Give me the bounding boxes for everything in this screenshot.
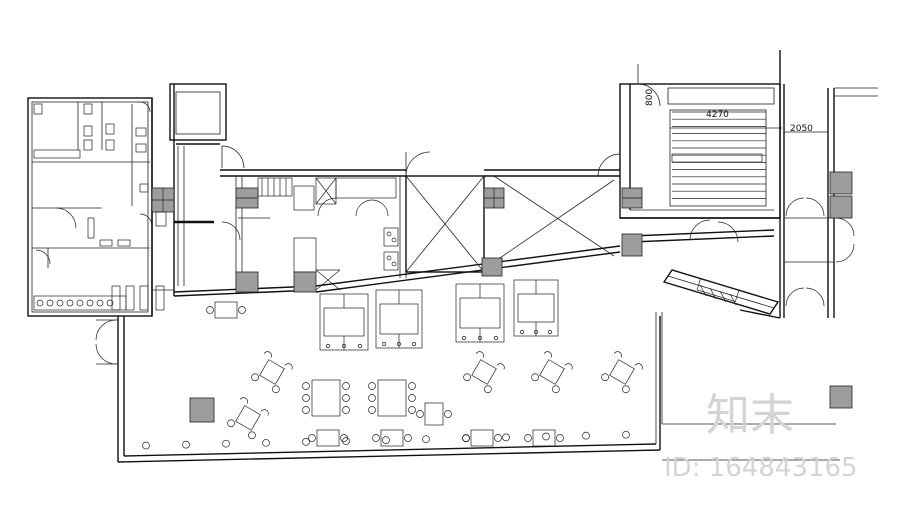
- perimeter-post: [222, 439, 230, 448]
- perimeter-post: [142, 441, 150, 450]
- central-voids: [405, 151, 621, 273]
- booth: [319, 293, 369, 351]
- table-set: [601, 351, 643, 394]
- table-set: [524, 429, 564, 447]
- booth: [513, 279, 559, 337]
- table-set: [463, 351, 505, 394]
- booth: [375, 289, 423, 349]
- table-set: [531, 351, 573, 394]
- booth: [455, 283, 505, 343]
- perimeter-post: [382, 436, 390, 444]
- table-set: [206, 301, 246, 319]
- booth-seating: [319, 279, 559, 351]
- table-set: [462, 429, 502, 447]
- dining-tables: [206, 301, 643, 447]
- perimeter-post: [422, 435, 430, 444]
- perimeter-post: [302, 438, 310, 446]
- dining-hall: [95, 245, 661, 463]
- stair-core: [619, 64, 782, 243]
- perimeter-post: [622, 430, 630, 439]
- dim-stair-run: 4270: [706, 110, 729, 120]
- structural-columns: [151, 171, 853, 423]
- watermark-brand: 知末: [706, 390, 794, 441]
- table-set: [416, 402, 452, 426]
- dim-corridor: 2050: [790, 124, 813, 134]
- table-set: [251, 351, 293, 394]
- restroom-block: [27, 84, 175, 317]
- bar-counter: [662, 269, 780, 315]
- table-set: [368, 379, 416, 417]
- watermark: 知末 ID: 164843165: [664, 390, 858, 483]
- table-set: [308, 429, 348, 447]
- table-set: [302, 379, 350, 417]
- dim-door: 800: [645, 89, 655, 106]
- kitchen-core: [169, 83, 407, 297]
- table-set: [227, 397, 269, 440]
- table-set: [372, 429, 412, 447]
- perimeter-post: [542, 432, 550, 441]
- perimeter-post: [502, 433, 510, 442]
- dimensions: 4270 2050 800: [645, 89, 813, 134]
- stair-treads: [672, 111, 766, 199]
- perimeter-post: [582, 431, 590, 440]
- perimeter-post: [182, 440, 190, 449]
- watermark-id: ID: 164843165: [664, 453, 858, 483]
- perimeter-post: [262, 438, 270, 447]
